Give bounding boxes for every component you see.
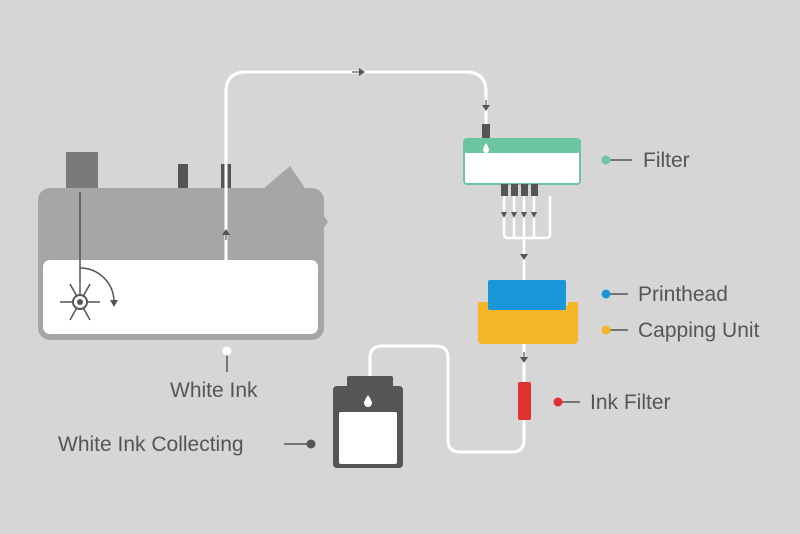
printhead-label: Printhead	[638, 283, 728, 306]
filter-inlet-fitting	[482, 124, 490, 142]
filter-outlet-1	[501, 184, 508, 196]
leader-white-ink	[222, 346, 232, 372]
collector-window	[339, 412, 397, 464]
capping-unit-body	[478, 306, 578, 344]
white-ink-collecting-label: White Ink Collecting	[58, 433, 244, 456]
printhead	[488, 280, 566, 310]
manifold-arrows	[501, 212, 537, 260]
tank-ink-level	[43, 260, 318, 334]
white-ink-collector	[333, 376, 403, 468]
filter-outlet-4	[531, 184, 538, 196]
leader-ink-filter	[553, 397, 580, 407]
filter-unit	[463, 124, 581, 196]
filter-top-band	[464, 139, 580, 153]
stirrer-icon	[60, 192, 100, 321]
white-ink-label: White Ink	[170, 379, 258, 402]
filter-outlet-2	[511, 184, 518, 196]
manifold-tubes	[502, 196, 552, 282]
leader-white-ink-collecting	[284, 439, 316, 449]
arrow-down-icon	[520, 352, 528, 363]
arrow-down-icon	[482, 100, 490, 111]
drop-icon	[483, 143, 489, 153]
drop-icon	[364, 395, 372, 407]
tank-motor	[66, 152, 98, 192]
filter-outlet-3	[521, 184, 528, 196]
leader-capping-unit	[601, 325, 628, 335]
capping-unit-rim-left	[478, 302, 488, 312]
arrow-right-icon	[352, 68, 365, 76]
tank-top-fitting-left	[178, 164, 188, 188]
leader-filter	[601, 155, 632, 165]
white-ink-tank	[38, 152, 328, 340]
capping-unit-label: Capping Unit	[638, 319, 760, 342]
rotation-arrow-icon	[79, 267, 118, 307]
capping-unit-rim-right	[568, 302, 578, 312]
arrow-up-icon	[222, 229, 230, 240]
leader-printhead	[601, 289, 628, 299]
ink-filter-label: Ink Filter	[590, 391, 671, 414]
capping-unit	[478, 302, 578, 344]
ink-filter	[518, 382, 531, 420]
filter-label: Filter	[643, 149, 690, 172]
collector-neck	[347, 376, 393, 388]
tube-capping-to-collector	[368, 344, 526, 454]
